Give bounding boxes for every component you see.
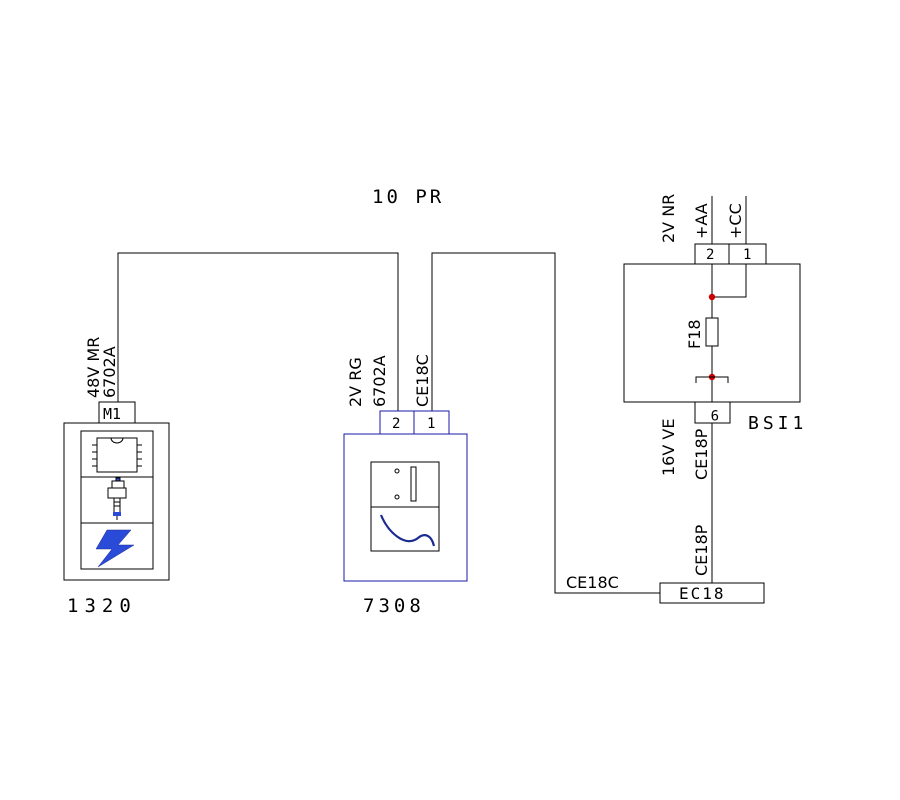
injector-icon [107,477,127,520]
splice-dot-top [708,293,716,301]
sensor-curve-icon [379,514,436,547]
lightning-icon [95,529,135,568]
fuse-label: F18 [685,319,704,349]
c7308-pin-1: 1 [427,416,435,432]
bsi-bracket [695,376,729,383]
bsi-id: BSI1 [748,413,807,434]
ec18-wire-left-label: CE18C [566,573,619,592]
c7308-pin-2: 2 [392,416,400,432]
c1320-connector-label: M1 [103,405,121,423]
component-ec18: EC18 CE18C CE18P [566,524,765,604]
component-1320: M1 1320 48V MR 6702A [63,337,170,617]
ec18-box [659,582,765,604]
fuse-symbol [705,317,719,347]
bsi-top-pin-2: 2 [706,247,714,263]
component-bsi1: 2 1 F18 9 BSI1 2V NR +AA +CC 16V VE CE18… [623,194,807,480]
c7308-id: 7308 [363,595,425,617]
bsi-top-label-1: 2V NR [659,194,678,243]
wire-ce18c [431,252,660,594]
ec18-wire-top-label: CE18P [692,524,711,576]
c1320-wire-label-1: 48V MR [84,337,103,398]
bsi-top-label-3: +CC [726,203,745,239]
bsi-bottom-label-1: 16V VE [659,419,678,476]
bsi-bottom-pin: 9 [711,406,719,422]
c7308-wire-label-2: 6702A [370,355,389,407]
c7308-wire-label-3: CE18C [413,354,432,407]
ec18-id: EC18 [679,584,726,603]
wire-6702a [117,252,399,411]
harness-label: 10 PR [372,186,444,208]
c1320-wire-label-2: 6702A [100,346,119,398]
c1320-id: 1320 [67,595,137,617]
switch-icon [394,466,417,502]
bsi-internal-pin1 [712,264,747,298]
bsi-top-connector [694,243,767,265]
bsi-top-pin-1: 1 [743,247,751,263]
wires [117,196,747,594]
chip-icon [92,437,142,473]
c7308-wire-label-1: 2V RG [346,357,365,407]
c1320-connector [98,401,136,424]
bsi-bottom-connector [694,401,731,424]
bsi-bottom-label-2: CE18P [692,428,711,480]
bsi-top-label-2: +AA [692,203,711,239]
component-7308: 2 1 7308 2V RG 6702A CE18C [343,354,468,617]
c1320-inner [80,430,154,570]
